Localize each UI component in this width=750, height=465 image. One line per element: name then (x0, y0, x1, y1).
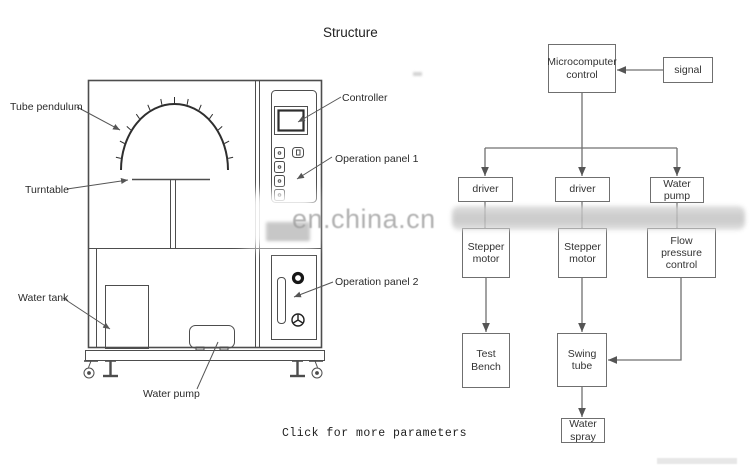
label-water-pump: Water pump (143, 388, 200, 400)
flow-node-flow-pressure-control: Flow pressure control (647, 228, 716, 278)
turntable-shape (132, 178, 210, 248)
flow-node-driver-1: driver (458, 177, 513, 202)
flow-node-microcomputer-control: Microcomputer control (547, 44, 617, 93)
label-water-tank: Water tank (18, 292, 69, 304)
panel-button-column-icon[interactable] (274, 147, 285, 201)
flow-valve-knob-icon[interactable] (291, 313, 305, 327)
flow-node-stepper-motor-2: Stepper motor (558, 228, 607, 278)
base-frame (85, 350, 325, 361)
water-pump-shape (189, 325, 235, 351)
label-tube-pendulum: Tube pendulum (10, 101, 83, 113)
tube-pendulum-arc (120, 103, 229, 171)
water-tank-shape (105, 285, 149, 349)
operation-panel-2-outline (271, 255, 317, 340)
flow-node-swing-tube: Swing tube (557, 333, 607, 387)
leveler-right-icon (290, 360, 305, 378)
label-operation-panel-1: Operation panel 1 (335, 153, 419, 165)
flow-node-stepper-motor-1: Stepper motor (462, 228, 510, 278)
caster-left-icon (83, 360, 98, 379)
controller-screen-icon[interactable] (274, 106, 308, 135)
label-controller: Controller (342, 92, 388, 104)
more-parameters-link[interactable]: Click for more parameters (282, 427, 468, 440)
page-title: Structure (323, 25, 378, 40)
flow-node-signal: signal (663, 57, 713, 83)
cabinet-outline (87, 79, 323, 349)
flow-node-driver-2: driver (555, 177, 610, 202)
flow-node-water-pump: Water pump (650, 177, 704, 203)
machine-drawing (83, 79, 325, 379)
pendulum-angle-ticks (115, 97, 234, 159)
flow-node-water-spray: Water spray (561, 418, 605, 443)
operation-panel-1-outline (271, 90, 317, 203)
label-leader-lines (62, 96, 342, 390)
power-knob-icon[interactable] (291, 271, 305, 285)
flow-node-test-bench: Test Bench (462, 333, 510, 388)
leveler-left-icon (103, 360, 118, 378)
level-gauge-slot-icon (277, 277, 286, 324)
label-turntable: Turntable (25, 184, 69, 196)
caster-right-icon (309, 360, 323, 379)
label-operation-panel-2: Operation panel 2 (335, 276, 419, 288)
panel-side-button-icon[interactable] (292, 147, 304, 158)
